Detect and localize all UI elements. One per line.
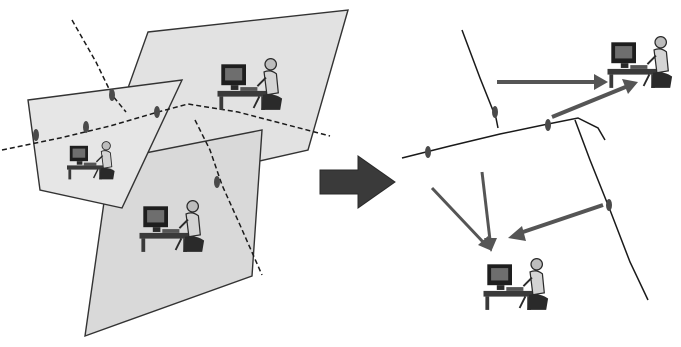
node-marker-icon (425, 146, 431, 158)
right-panel (401, 29, 674, 311)
intersection-line-diagonal-top (71, 19, 127, 113)
arrow-to-top-workstation (497, 74, 608, 90)
node-marker-icon (109, 89, 115, 101)
arrow-from-node-to-top-workstation (551, 79, 638, 119)
computer-user-icon (606, 35, 674, 89)
node-marker-icon (154, 106, 160, 118)
node-marker-icon (83, 121, 89, 133)
node-marker-icon (33, 129, 39, 141)
node-marker-icon (545, 119, 551, 131)
connector-line-diagonal-top (461, 29, 499, 129)
connector-line-horizontal (401, 117, 606, 159)
node-marker-icon (606, 199, 612, 211)
node-marker-icon (492, 106, 498, 118)
right-arrow-icon (319, 155, 396, 209)
computer-user-icon (482, 257, 550, 311)
intersection-line-diagonal-bottom (194, 119, 263, 276)
node-marker-icon (214, 176, 220, 188)
left-panel (1, 9, 349, 338)
arrow-down-to-bottom-workstation (480, 171, 497, 252)
arrow-right-to-bottom-workstation (508, 203, 604, 241)
arrow-left-to-bottom-workstation (430, 186, 492, 251)
